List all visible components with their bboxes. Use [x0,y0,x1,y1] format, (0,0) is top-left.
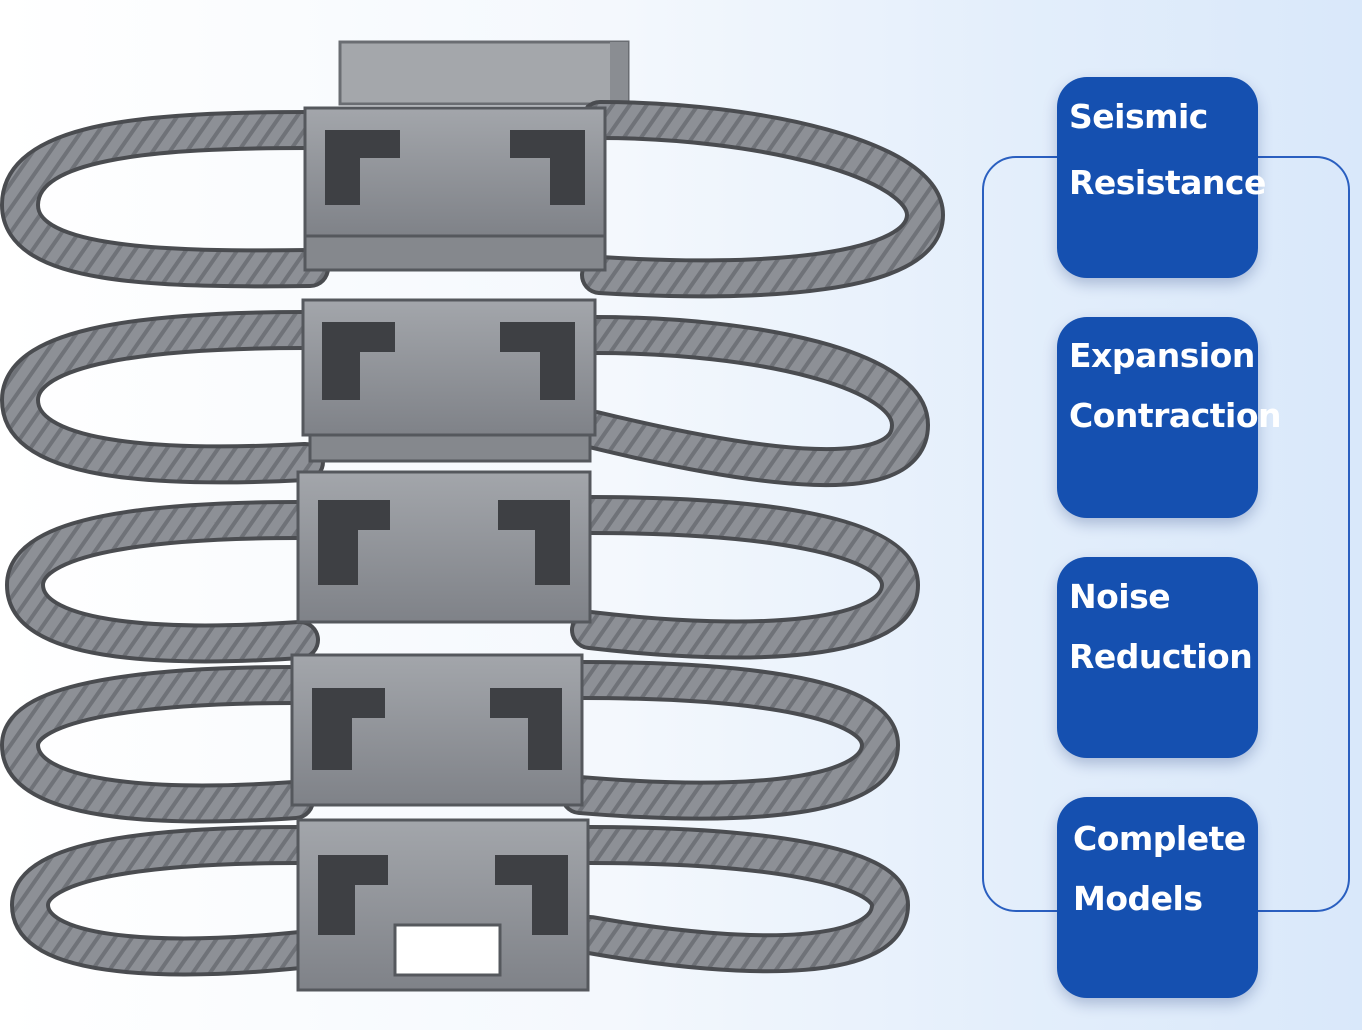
feature-line: Complete [1073,819,1246,858]
feature-line: Models [1073,879,1203,918]
joint-layer-1 [0,100,946,299]
joint-layer-4 [0,653,901,824]
joint-layer-5 [9,818,911,992]
feature-card-seismic-resistance: Seismic Resistance [1057,77,1266,278]
joint-layer-3 [4,470,921,664]
top-plate [338,40,630,106]
feature-line: Seismic [1069,97,1208,136]
feature-line: Reduction [1069,637,1253,676]
feature-card-expansion-contraction: Expansion Contraction [1057,317,1282,518]
feature-line: Resistance [1069,163,1266,202]
feature-card-noise-reduction: Noise Reduction [1057,557,1258,758]
feature-card-complete-models: Complete Models [1057,797,1258,998]
feature-line: Noise [1069,577,1171,616]
product-photo [0,40,946,992]
feature-line: Expansion [1069,336,1255,375]
joint-layer-2 [0,298,931,488]
feature-line: Contraction [1069,396,1282,435]
